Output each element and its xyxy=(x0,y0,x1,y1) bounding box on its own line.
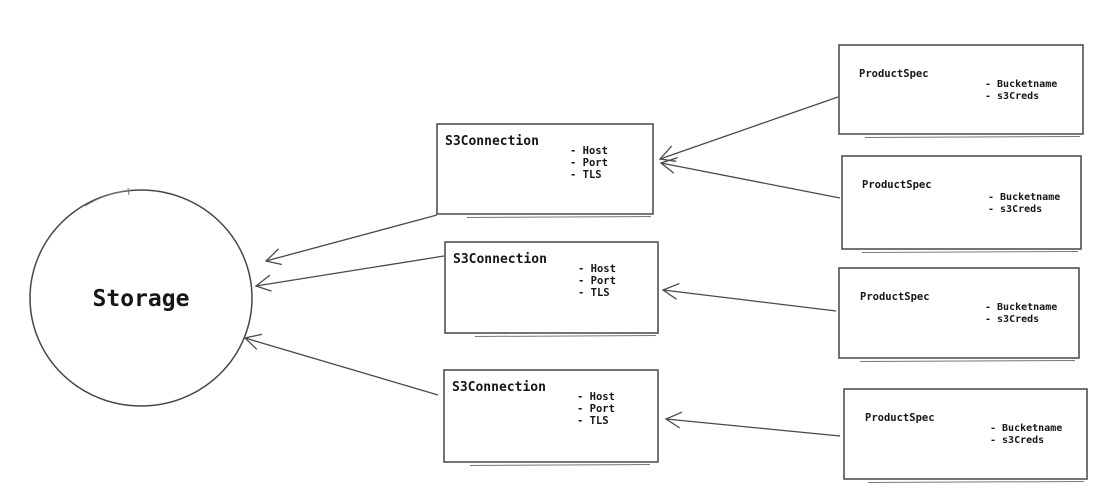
s3connection-attribute-port: - Port xyxy=(578,275,616,287)
productspec-node-1: ProductSpec - Bucketname - s3Creds xyxy=(838,44,1084,138)
s3connection-attribute-port: - Port xyxy=(570,157,608,169)
storage-node xyxy=(29,189,253,407)
arrow-s3connection1-to-storage xyxy=(266,214,438,261)
arrow-s3connection3-to-storage xyxy=(245,338,439,396)
s3connection-attribute-host: - Host xyxy=(570,145,608,157)
s3connection-box-sketch-edge xyxy=(474,335,657,337)
productspec-node-2: ProductSpec - Bucketname - s3Creds xyxy=(841,155,1082,253)
s3connection-node-3: S3Connection - Host - Port - TLS xyxy=(443,369,659,466)
arrow-productspec4-to-s3connection3 xyxy=(666,419,841,437)
arrow-productspec2-to-s3connection1 xyxy=(661,163,841,199)
productspec-attribute-bucketname: - Bucketname xyxy=(985,79,1057,90)
s3connection-box-sketch-edge xyxy=(466,216,652,218)
productspec-title: ProductSpec xyxy=(865,412,935,424)
s3connection-attribute-host: - Host xyxy=(578,263,616,275)
productspec-box xyxy=(843,388,1088,480)
productspec-node-3: ProductSpec - Bucketname - s3Creds xyxy=(838,267,1080,362)
productspec-box xyxy=(838,44,1084,135)
productspec-box xyxy=(841,155,1082,250)
s3connection-attribute-host: - Host xyxy=(577,391,615,403)
storage-label: Storage xyxy=(93,286,190,312)
productspec-box-sketch-edge xyxy=(859,360,1076,362)
productspec-attribute-s3creds: - s3Creds xyxy=(985,91,1039,102)
productspec-box-sketch-edge xyxy=(864,136,1081,138)
productspec-attribute-bucketname: - Bucketname xyxy=(985,302,1057,313)
productspec-node-4: ProductSpec - Bucketname - s3Creds xyxy=(843,388,1088,483)
storage-node-sketch-tick xyxy=(127,187,130,196)
productspec-box xyxy=(838,267,1080,359)
productspec-attribute-bucketname: - Bucketname xyxy=(990,423,1062,434)
s3connection-box xyxy=(444,241,659,334)
arrow-productspec1-to-s3connection1 xyxy=(660,96,839,159)
s3connection-node-2: S3Connection - Host - Port - TLS xyxy=(444,241,659,337)
productspec-box-sketch-edge xyxy=(861,251,1079,253)
productspec-title: ProductSpec xyxy=(862,179,932,191)
s3connection-node-1: S3Connection - Host - Port - TLS xyxy=(436,123,654,218)
s3connection-title: S3Connection xyxy=(452,380,546,395)
productspec-box-sketch-edge xyxy=(867,481,1085,483)
arrow-productspec3-to-s3connection2 xyxy=(663,290,837,312)
productspec-attribute-s3creds: - s3Creds xyxy=(985,314,1039,325)
s3connection-title: S3Connection xyxy=(453,252,547,267)
s3connection-box xyxy=(443,369,659,463)
productspec-attribute-s3creds: - s3Creds xyxy=(990,435,1044,446)
s3connection-attribute-port: - Port xyxy=(577,403,615,415)
s3connection-attribute-tls: - TLS xyxy=(577,415,609,427)
arrow-s3connection2-to-storage xyxy=(256,255,445,286)
s3connection-box-sketch-edge xyxy=(469,464,651,466)
productspec-attribute-s3creds: - s3Creds xyxy=(988,204,1042,215)
s3connection-title: S3Connection xyxy=(445,134,539,149)
productspec-attribute-bucketname: - Bucketname xyxy=(988,192,1060,203)
productspec-title: ProductSpec xyxy=(859,68,929,80)
s3connection-box xyxy=(436,123,654,215)
s3connection-attribute-tls: - TLS xyxy=(578,287,610,299)
s3connection-attribute-tls: - TLS xyxy=(570,169,602,181)
productspec-title: ProductSpec xyxy=(860,291,930,303)
